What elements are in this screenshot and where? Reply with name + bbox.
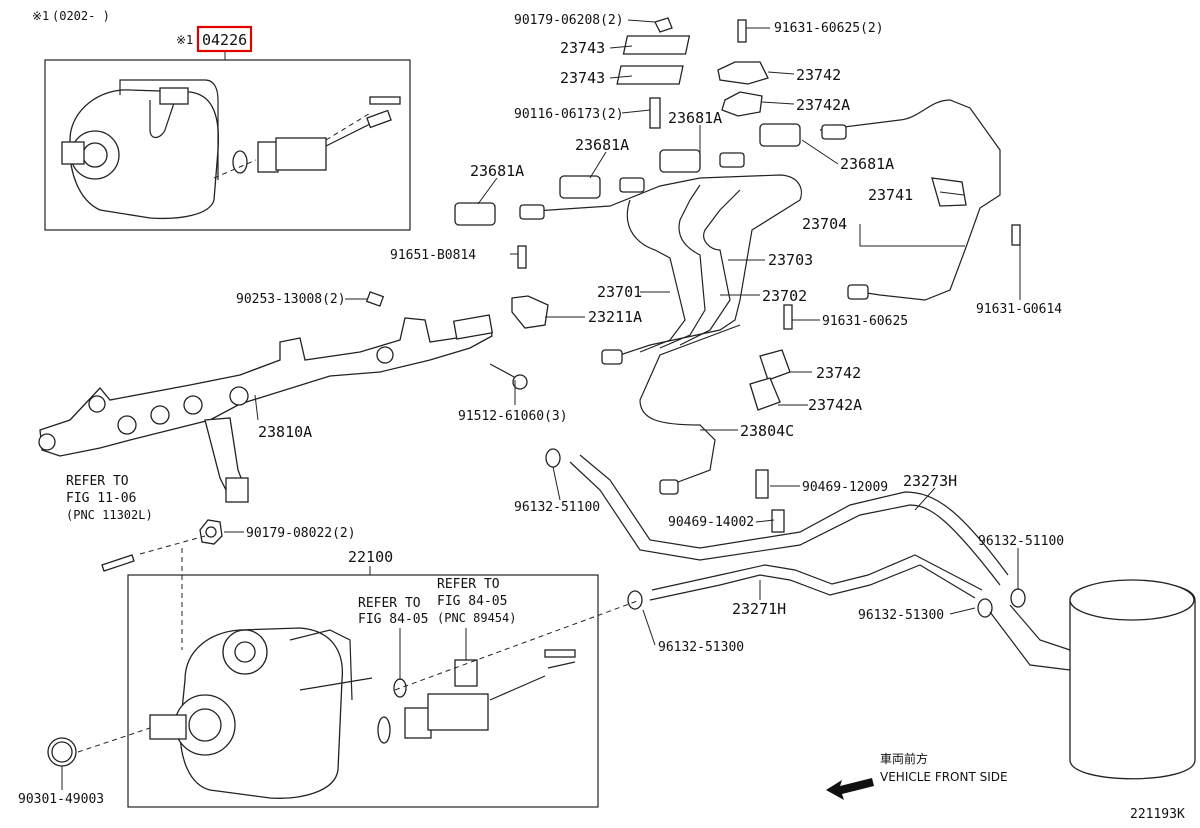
fuel-rail (38, 314, 494, 503)
plug-90253 (365, 291, 385, 307)
ref-84-05-b-line3: (PNC 89454) (437, 611, 516, 625)
reference-fig-84-05-a: REFER TO FIG 84-05 (358, 596, 428, 680)
left-arrow-icon (826, 778, 874, 800)
clamp-blocks (511, 17, 1021, 411)
label-96132-51100-b[interactable]: 96132-51100 (978, 534, 1064, 549)
highlight-box (196, 25, 253, 53)
vehicle-front-indicator: 車両前方 VEHICLE FRONT SIDE (826, 751, 1008, 800)
pump-assembly-inset-top (61, 79, 220, 220)
label-90469-14002[interactable]: 90469-14002 (668, 515, 754, 530)
direction-jp: 車両前方 (880, 751, 928, 766)
label-23702[interactable]: 23702 (762, 287, 807, 305)
label-23742-a[interactable]: 23742 (796, 66, 841, 84)
label-23701[interactable]: 23701 (597, 283, 642, 301)
label-23804C[interactable]: 23804C (740, 422, 794, 440)
label-23211A[interactable]: 23211A (588, 308, 642, 326)
label-23742-b[interactable]: 23742 (816, 364, 861, 382)
fuel-filter (989, 579, 1196, 780)
label-91631-G0614[interactable]: 91631-G0614 (976, 302, 1062, 317)
injection-pipes (519, 99, 1001, 486)
reference-fig-84-05-b: REFER TO FIG 84-05 (PNC 89454) (437, 577, 516, 660)
label-23681A-2[interactable]: 23681A (575, 136, 629, 154)
label-96132-51100-a[interactable]: 96132-51100 (514, 500, 600, 515)
label-96132-51300-b[interactable]: 96132-51300 (858, 608, 944, 623)
o-ring-90301 (47, 737, 77, 767)
ref-84-05-b-line2[interactable]: FIG 84-05 (437, 594, 507, 609)
ref-11-06-line3: (PNC 11302L) (66, 508, 153, 522)
stud-bolt (101, 554, 135, 572)
label-23742A-a[interactable]: 23742A (796, 96, 850, 114)
ref-11-06-line2[interactable]: FIG 11-06 (66, 491, 136, 506)
ref-84-05-a-line2[interactable]: FIG 84-05 (358, 612, 428, 627)
fuel-hoses (569, 454, 1009, 601)
part-labels: 90179-06208(2) 91631-60625(2) 23743 2374… (18, 13, 1064, 807)
highlight-code[interactable]: 04226 (202, 31, 247, 49)
label-90469-12009[interactable]: 90469-12009 (802, 480, 888, 495)
reference-fig-11-06: REFER TO FIG 11-06 (PNC 11302L) (66, 474, 153, 522)
label-23704[interactable]: 23704 (802, 215, 847, 233)
sensor-valve-inset-top (213, 96, 401, 179)
label-23743-b[interactable]: 23743 (560, 69, 605, 87)
ref-84-05-b-line1: REFER TO (437, 577, 500, 592)
label-91651-B0814[interactable]: 91651-B0814 (390, 248, 476, 263)
inset-frame-top (44, 59, 411, 231)
label-22100[interactable]: 22100 (348, 548, 393, 566)
label-23810A[interactable]: 23810A (258, 423, 312, 441)
label-90301-49003[interactable]: 90301-49003 (18, 792, 104, 807)
label-23273H[interactable]: 23273H (903, 472, 957, 490)
note-range: (0202- ) (52, 9, 110, 23)
label-23741[interactable]: 23741 (868, 186, 913, 204)
label-23681A-1[interactable]: 23681A (668, 109, 722, 127)
scv-valve-bottom (377, 649, 576, 744)
label-23743-a[interactable]: 23743 (560, 39, 605, 57)
label-23703[interactable]: 23703 (768, 251, 813, 269)
hose-clamps (545, 448, 1026, 618)
nut-90179-08022 (199, 519, 223, 545)
label-90116-06173[interactable]: 90116-06173(2) (514, 107, 624, 122)
label-90253-13008[interactable]: 90253-13008(2) (236, 292, 346, 307)
label-96132-51300-a[interactable]: 96132-51300 (658, 640, 744, 655)
note-prefix: ※1 (32, 9, 49, 23)
ref-84-05-a-line1: REFER TO (358, 596, 421, 611)
label-91631-60625[interactable]: 91631-60625 (822, 314, 908, 329)
label-23681A-3[interactable]: 23681A (470, 162, 524, 180)
leader-lines (61, 19, 1021, 790)
figure-code: 221193K (1130, 807, 1185, 822)
highlight-prefix: ※1 (176, 33, 193, 47)
ref-11-06-line1: REFER TO (66, 474, 129, 489)
label-23742A-b[interactable]: 23742A (808, 396, 862, 414)
label-91512-61060[interactable]: 91512-61060(3) (458, 409, 568, 424)
pipe-fittings (454, 123, 869, 495)
supply-pump (149, 627, 373, 799)
label-23681A-4[interactable]: 23681A (840, 155, 894, 173)
bolt-91512 (489, 363, 528, 390)
label-90179-08022[interactable]: 90179-08022(2) (246, 526, 356, 541)
label-91631-60625-2[interactable]: 91631-60625(2) (774, 21, 884, 36)
inset-frame-bottom (127, 574, 599, 808)
label-23271H[interactable]: 23271H (732, 600, 786, 618)
check-valves (755, 469, 785, 533)
label-90179-06208[interactable]: 90179-06208(2) (514, 13, 624, 28)
direction-en: VEHICLE FRONT SIDE (880, 770, 1008, 784)
